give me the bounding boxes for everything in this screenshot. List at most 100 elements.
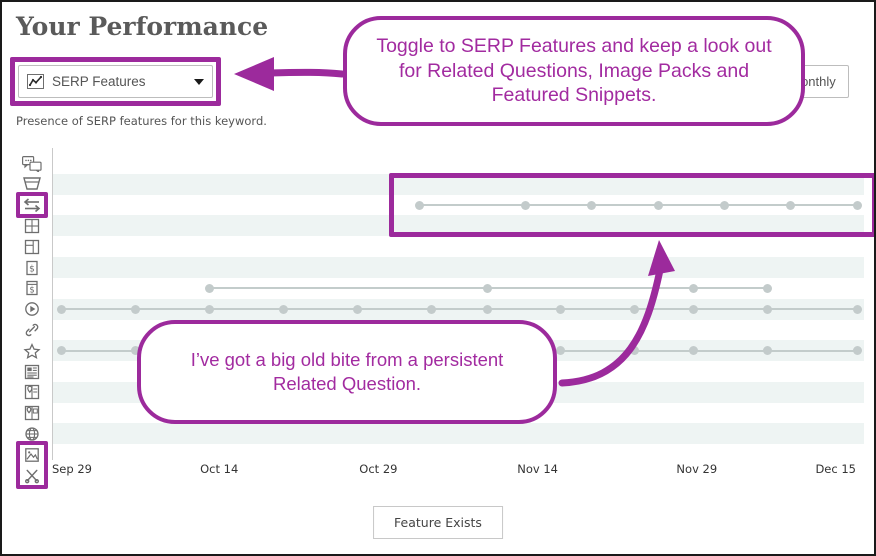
series-segment [283,308,358,311]
data-point[interactable] [852,304,862,314]
data-point[interactable] [130,346,140,356]
review-stars-icon[interactable] [18,340,46,361]
chart-stripe [53,423,864,445]
data-point[interactable] [630,346,640,356]
data-point[interactable] [719,200,729,210]
series-segment [357,308,432,311]
series-segment [591,204,658,207]
series-segment [693,308,768,311]
data-point[interactable] [426,304,436,314]
link-icon[interactable] [18,319,46,340]
legend-feature-exists: Feature Exists [373,506,503,539]
series-segment [693,287,768,290]
related-questions-icon[interactable] [18,153,46,174]
series-segment [487,287,693,290]
series-segment [634,349,693,352]
data-point[interactable] [630,304,640,314]
x-axis-tick: Sep 29 [52,462,92,476]
metric-dropdown-value: SERP Features [52,74,146,89]
data-point[interactable] [520,200,530,210]
series-segment [61,349,136,352]
data-point[interactable] [556,346,566,356]
data-point[interactable] [352,304,362,314]
featured-snippet-icon[interactable] [18,174,46,195]
data-point[interactable] [785,200,795,210]
feature-icon-column: $$ [16,148,50,489]
series-segment [767,349,857,352]
adwords-top-icon[interactable]: $ [18,257,46,278]
data-point[interactable] [762,346,772,356]
series-segment [693,349,768,352]
dropdown-highlight-box [10,57,221,106]
image-pack-icon[interactable] [18,215,46,236]
series-row-adwords-bottom [53,278,864,299]
callout-related-question: I’ve got a big old bite from a persisten… [137,320,557,424]
data-point[interactable] [56,304,66,314]
chart-subtitle: Presence of SERP features for this keywo… [16,114,267,128]
line-chart-icon [27,74,44,89]
data-point[interactable] [688,283,698,293]
data-point[interactable] [688,346,698,356]
image-results-icon[interactable] [18,444,46,465]
news-icon[interactable] [18,361,46,382]
chart-stripe [53,173,864,195]
series-segment [431,308,488,311]
series-segment [419,204,526,207]
series-segment [61,308,136,311]
chart-stripe [53,215,864,237]
series-row-sitelinks [53,195,864,216]
local-teaser-icon[interactable] [18,403,46,424]
x-axis-tick: Dec 15 [815,462,856,476]
data-point[interactable] [556,304,566,314]
sitelinks-icon[interactable] [18,195,46,216]
row-highlight-box [389,172,874,237]
series-segment [634,308,693,311]
series-row-shopping [53,423,864,444]
data-point[interactable] [56,346,66,356]
data-point[interactable] [586,200,596,210]
data-point[interactable] [204,304,214,314]
x-axis-tick: Oct 29 [359,462,398,476]
series-segment [209,308,284,311]
series-segment [560,349,635,352]
video-icon[interactable] [18,299,46,320]
data-point[interactable] [483,283,493,293]
knowledge-panel-icon[interactable] [18,236,46,257]
series-segment [658,204,725,207]
tools-icon[interactable] [18,465,46,486]
callout-top-text: Toggle to SERP Features and keep a look … [376,34,772,107]
data-point[interactable] [852,200,862,210]
series-segment [525,204,592,207]
page-title: Your Performance [16,12,269,41]
data-point[interactable] [852,346,862,356]
series-row-adwords-top [53,257,864,278]
data-point[interactable] [653,200,663,210]
series-segment [724,204,791,207]
x-axis-tick: Oct 14 [200,462,239,476]
data-point[interactable] [204,283,214,293]
series-row-related-questions [53,153,864,174]
data-point[interactable] [688,304,698,314]
series-segment [767,308,857,311]
data-point[interactable] [414,200,424,210]
metric-dropdown[interactable]: SERP Features [18,65,213,98]
data-point[interactable] [762,283,772,293]
series-segment [135,308,210,311]
icon-highlight-sitelinks [16,191,48,219]
svg-text:$: $ [29,264,35,274]
data-point[interactable] [762,304,772,314]
shopping-icon[interactable] [18,423,46,444]
chevron-down-icon [194,78,204,85]
arrow-to-dropdown [234,57,346,91]
series-segment [560,308,635,311]
data-point[interactable] [130,304,140,314]
data-point[interactable] [278,304,288,314]
data-point[interactable] [483,304,493,314]
callout-toggle-serp-features: Toggle to SERP Features and keep a look … [343,16,805,126]
local-pack-icon[interactable] [18,382,46,403]
adwords-bottom-icon[interactable]: $ [18,278,46,299]
svg-text:$: $ [29,285,34,295]
series-segment [487,308,561,311]
